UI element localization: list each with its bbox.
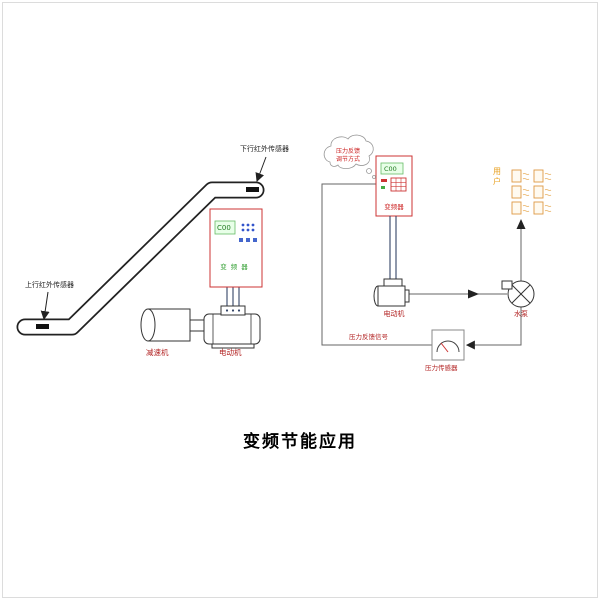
water-pump <box>501 280 535 308</box>
up-infrared-sensor <box>36 324 49 329</box>
motor-right <box>373 285 410 307</box>
down-sensor-pointer-line <box>255 156 267 183</box>
inverter-right-display <box>380 162 404 175</box>
feedback-signal-line <box>321 183 432 346</box>
heat-wave-icon <box>522 173 552 212</box>
inverter-left-label: 变频器 <box>220 263 252 271</box>
pump-to-sensor-line <box>465 305 522 350</box>
arrow-up-icon <box>516 219 526 229</box>
reducer <box>140 308 205 342</box>
pump-label: 水泵 <box>514 310 528 318</box>
motor-right-label: 电动机 <box>383 310 405 318</box>
left-motor-terminal-box <box>220 305 246 316</box>
diagram-title: 变频节能应用 <box>243 432 357 452</box>
reducer-label: 减速机 <box>146 348 169 357</box>
pressure-sensor-label: 压力传感器 <box>425 364 458 372</box>
inverter-left-indicator-lights <box>241 223 255 232</box>
gauge-needle-icon <box>440 342 449 353</box>
gauge-dial-icon <box>436 340 460 353</box>
up-sensor-pointer-line <box>40 291 50 321</box>
motor-left-label: 电动机 <box>219 348 242 357</box>
feedback-signal-label: 压力反馈信号 <box>349 333 388 341</box>
cloud-text-line2: 调节方式 <box>335 156 360 163</box>
up-sensor-label: 上行红外传感器 <box>25 281 74 289</box>
pressure-sensor <box>431 329 465 361</box>
left-motor-wires <box>226 287 240 307</box>
arrow-right-icon <box>468 289 479 299</box>
inverter-left-display <box>214 220 236 235</box>
cloud-text-line1: 压力反馈 <box>335 148 360 155</box>
motor-left <box>203 313 261 349</box>
inverter-left-display-text: C00 <box>217 224 231 232</box>
inverter-left <box>209 208 263 288</box>
inverter-right-keypad <box>390 177 407 192</box>
inverter-left-buttons <box>239 238 257 242</box>
inverter-right-led-red <box>381 179 387 182</box>
user-label: 用户 <box>493 167 501 186</box>
down-infrared-sensor <box>246 187 259 192</box>
user-radiators <box>511 169 552 215</box>
inverter-right <box>375 155 413 217</box>
inverter-right-display-text: C00 <box>384 165 397 173</box>
thought-cloud <box>323 134 376 179</box>
right-motor-wires <box>389 216 397 281</box>
inverter-right-led-green <box>381 186 385 189</box>
inverter-right-label: 变频器 <box>384 203 404 211</box>
down-sensor-label: 下行红外传感器 <box>240 145 289 153</box>
